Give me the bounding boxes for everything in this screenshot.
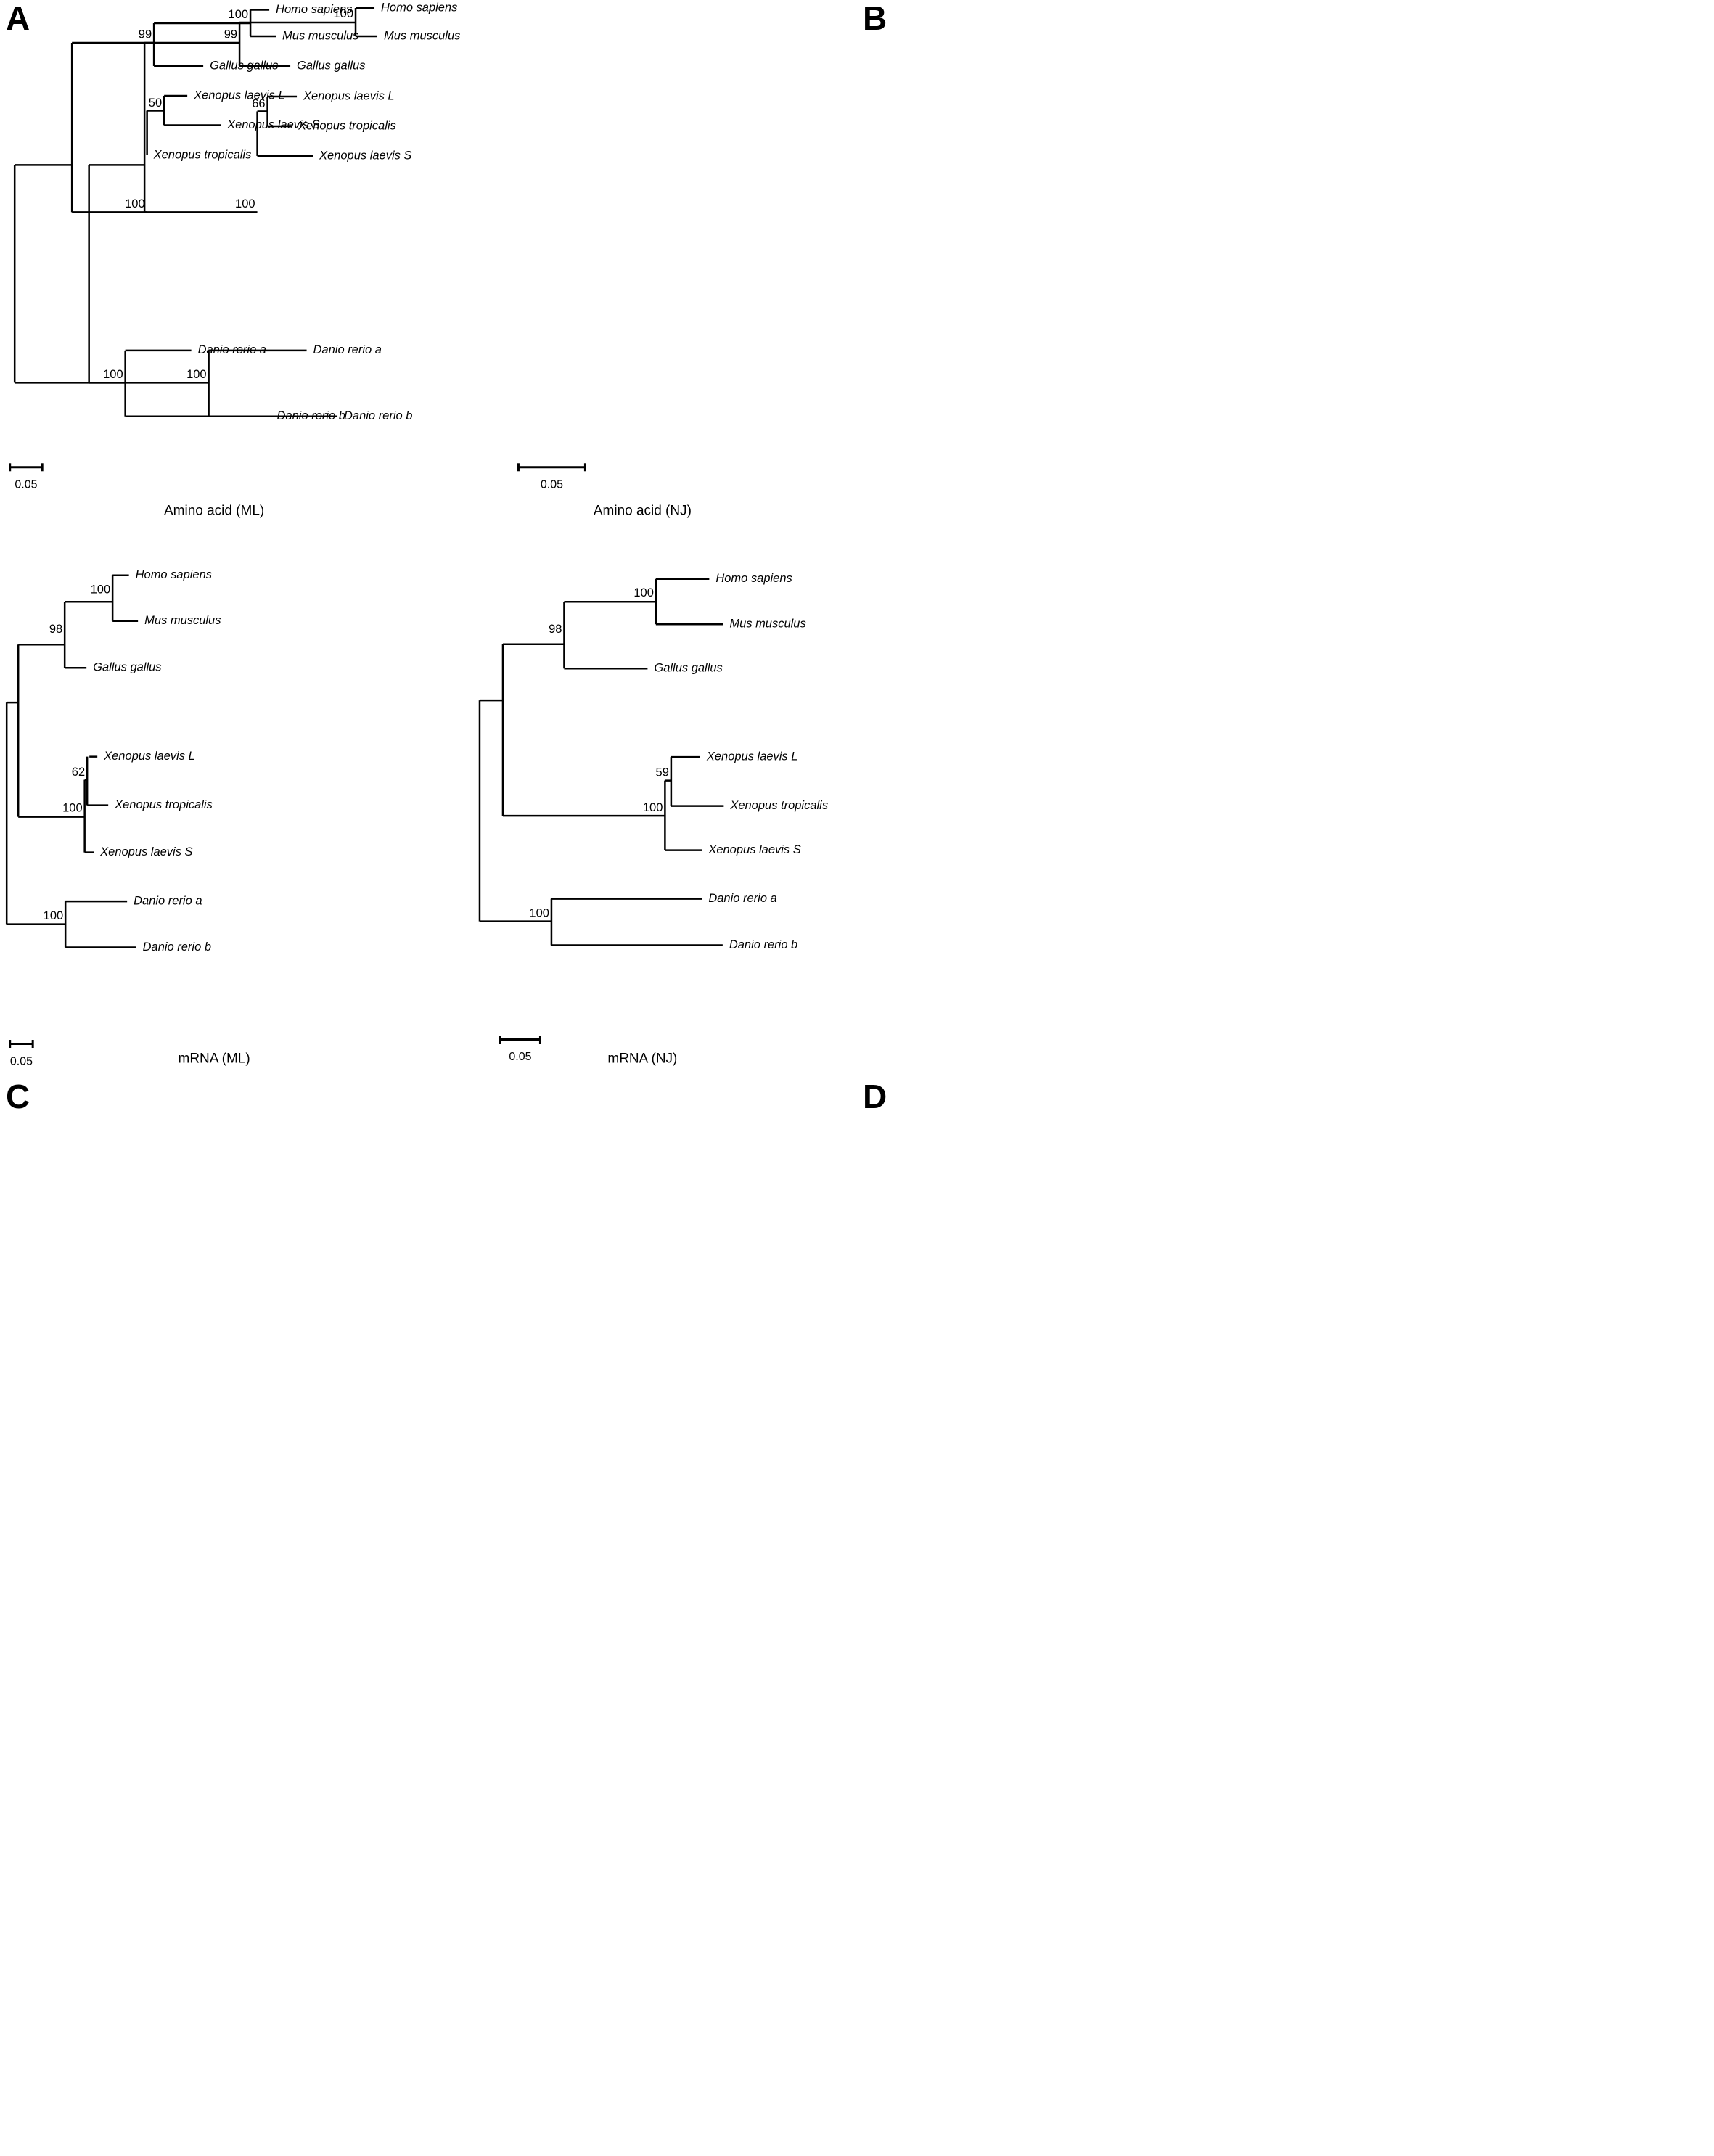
panel-caption-a: Amino acid (ML) <box>164 504 264 519</box>
panel-b-letter: B <box>863 0 887 37</box>
support-value-xenopus: 100 <box>235 197 255 210</box>
support-value-amniota: 99 <box>224 28 237 41</box>
tip-label-0: Homo sapiens <box>276 3 352 16</box>
tip-label-0: Homo sapiens <box>381 1 457 14</box>
support-value-laevisLtrop: 66 <box>252 97 265 110</box>
tip-label-5: Xenopus laevis S <box>99 845 192 858</box>
support-value-mammalia: 100 <box>229 8 249 21</box>
support-value-amniota: 98 <box>49 623 62 636</box>
tip-label-4: Xenopus tropicalis <box>114 798 213 811</box>
tip-label-4: Xenopus tropicalis <box>729 799 828 812</box>
tip-label-6: Danio rerio a <box>708 892 776 905</box>
panel-a: A <box>0 0 857 1078</box>
tip-label-6: Danio rerio a <box>134 894 202 907</box>
tip-label-7: Danio rerio b <box>729 938 797 951</box>
panel-caption-d: mRNA (NJ) <box>607 1052 677 1067</box>
tip-label-7: Danio rerio b <box>143 940 211 954</box>
support-value-danio: 100 <box>103 368 123 381</box>
tip-label-4: Xenopus tropicalis <box>298 119 396 132</box>
scale-bar-label-b: 0.05 <box>541 478 563 491</box>
panel-d-letter: D <box>863 1078 887 1115</box>
scale-bar-label-d: 0.05 <box>509 1051 531 1063</box>
scale-bar-label-c: 0.05 <box>10 1056 33 1068</box>
tip-label-6: Danio rerio a <box>313 343 382 356</box>
tip-label-0: Homo sapiens <box>136 568 212 581</box>
support-value-mammalia: 100 <box>334 7 354 20</box>
tip-label-1: Mus musculus <box>384 29 460 42</box>
support-value-amniota: 99 <box>139 28 152 41</box>
tip-label-4: Xenopus laevis S <box>226 118 319 131</box>
tip-label-5: Xenopus tropicalis <box>153 148 252 161</box>
tip-label-2: Gallus gallus <box>93 661 161 674</box>
panel-b: B <box>857 0 1714 1078</box>
support-value-xenopus: 100 <box>643 801 663 814</box>
support-value-danio: 100 <box>529 907 549 920</box>
support-value-laevisLtrop: 62 <box>72 766 85 779</box>
support-value-amniota: 98 <box>549 623 562 636</box>
support-value-xenopus: 100 <box>125 197 145 210</box>
panel-a-letter: A <box>6 0 30 37</box>
tip-label-5: Xenopus laevis S <box>708 843 800 856</box>
support-value-mammalia: 100 <box>633 586 654 599</box>
tip-label-0: Homo sapiens <box>715 572 792 585</box>
scale-bar-label-a: 0.05 <box>15 478 37 491</box>
panel-c: C <box>0 1078 857 2156</box>
panel-caption-b: Amino acid (NJ) <box>594 504 692 519</box>
support-value-danio: 100 <box>44 909 64 922</box>
tip-label-3: Xenopus laevis L <box>303 89 395 102</box>
tip-label-7: Danio rerio b <box>344 409 412 422</box>
support-value-laevisLS: 50 <box>149 97 162 110</box>
support-value-mammalia: 100 <box>91 583 111 597</box>
tip-label-1: Mus musculus <box>729 618 805 631</box>
tip-label-2: Gallus gallus <box>654 662 722 675</box>
tip-label-3: Xenopus laevis L <box>193 89 285 102</box>
support-value-danio: 100 <box>186 368 207 381</box>
tip-label-3: Xenopus laevis L <box>706 750 798 763</box>
support-value-xenopus: 100 <box>62 802 83 815</box>
panel-d: D <box>857 1078 1714 2156</box>
tip-label-1: Mus musculus <box>144 614 221 627</box>
tip-label-3: Xenopus laevis L <box>103 750 195 763</box>
panel-caption-c: mRNA (ML) <box>179 1052 250 1067</box>
support-value-laevisLtrop: 59 <box>656 766 669 779</box>
tip-label-5: Xenopus laevis S <box>319 149 411 162</box>
panel-c-letter: C <box>6 1078 30 1115</box>
tip-label-1: Mus musculus <box>282 29 358 42</box>
tip-label-2: Gallus gallus <box>297 59 365 72</box>
